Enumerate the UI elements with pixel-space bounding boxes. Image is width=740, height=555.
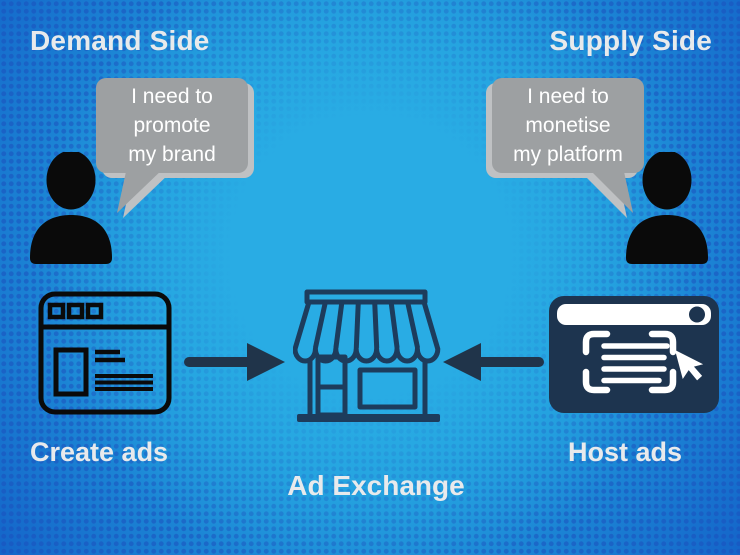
arrow-left-icon [443, 343, 544, 381]
demand-bubble-text: I need to promote my brand [128, 85, 216, 166]
advertiser-person-icon [30, 152, 112, 264]
ad-exchange-label: Ad Exchange [287, 470, 465, 501]
cursor-icon [675, 350, 704, 381]
host-ads-label: Host ads [567, 437, 683, 467]
publisher-person-icon [626, 152, 708, 264]
browser-host-ads-icon [549, 296, 719, 413]
speech-bubble-left-icon [96, 78, 254, 218]
demand-side-title: Demand Side [30, 25, 210, 56]
demand-speech-bubble: I need to promote my brand [90, 75, 262, 225]
create-ads-label: Create ads [30, 437, 169, 467]
storefront-icon [293, 289, 441, 422]
supply-side-title: Supply Side [549, 25, 712, 56]
speech-bubble-right-icon [486, 78, 644, 218]
browser-create-ads-icon [38, 291, 172, 415]
supply-speech-bubble: I need to monetise my platform [483, 75, 655, 225]
supply-bubble-text: I need to monetise my platform [513, 85, 623, 166]
browser-titlebar-dot-icon [689, 306, 705, 323]
arrow-right-icon [184, 343, 285, 381]
